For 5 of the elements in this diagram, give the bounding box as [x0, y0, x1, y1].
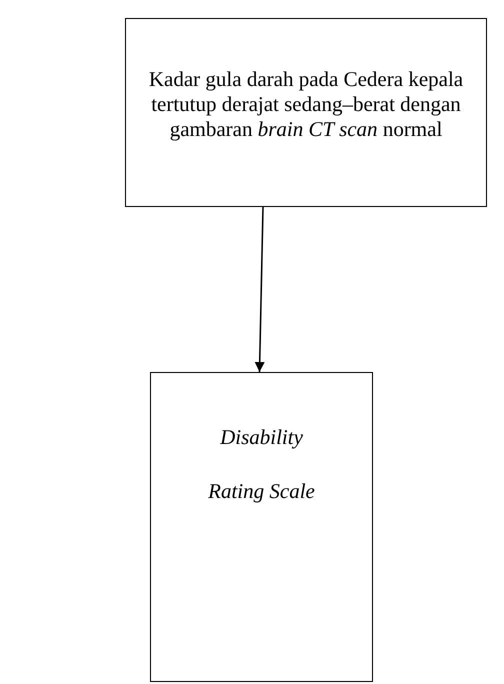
process-box	[125, 18, 487, 207]
node-text: Disability Rating Scale	[207, 424, 316, 505]
arrow	[254, 206, 265, 372]
node-text: Kadar gula darah pada Cedera kepala tertutup derajat sedang–berat dengan gambaran brain CT scan normal	[148, 67, 464, 143]
outcome-box	[150, 372, 373, 682]
